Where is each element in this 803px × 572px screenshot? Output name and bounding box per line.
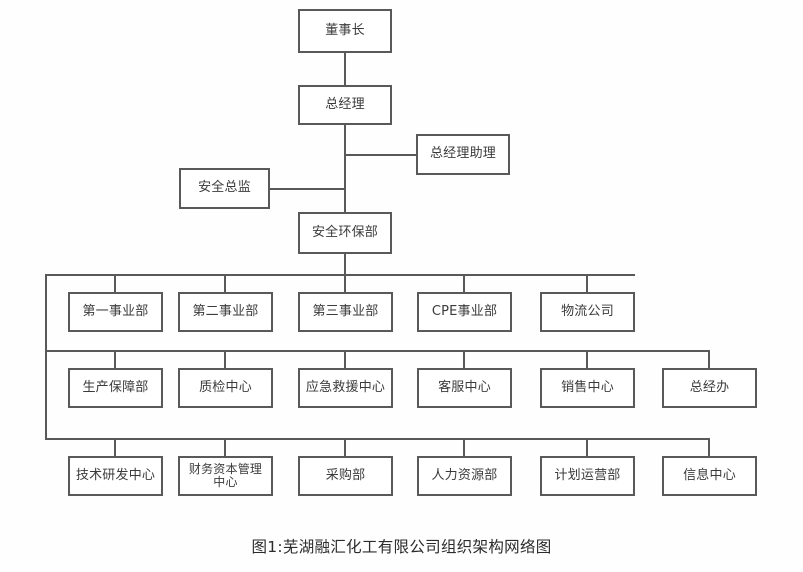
node-sales-center-label: 销售中心 [561, 379, 614, 395]
node-logistics-label: 物流公司 [561, 303, 614, 319]
connector-drop-div-cpe [463, 274, 465, 292]
node-information-center-label: 信息中心 [683, 467, 736, 483]
node-customer-service[interactable]: 客服中心 [417, 368, 512, 408]
node-safety-env-dept-label: 安全环保部 [311, 224, 378, 240]
node-chairman-label: 董事长 [325, 22, 365, 38]
connector-bus-row-2 [45, 350, 710, 352]
connector-safety-env-to-bus1 [344, 254, 346, 274]
node-div-cpe[interactable]: CPE事业部 [417, 292, 512, 332]
connector-chairman-to-gm [344, 53, 346, 85]
connector-drop-finance-capital [224, 438, 226, 456]
connector-drop-procurement [344, 438, 346, 456]
node-div3-label: 第三事业部 [312, 303, 379, 319]
connector-drop-rnd-center [114, 438, 116, 456]
connector-drop-customer-service [463, 350, 465, 368]
node-quality-center-label: 质检中心 [199, 379, 252, 395]
connector-drop-planning-ops [586, 438, 588, 456]
node-div-cpe-label: CPE事业部 [431, 303, 498, 319]
node-general-manager-label: 总经理 [325, 96, 365, 112]
node-gm-office-label: 总经办 [689, 379, 730, 395]
node-logistics[interactable]: 物流公司 [540, 292, 635, 332]
node-div2-label: 第二事业部 [192, 303, 259, 319]
connector-drop-div2 [224, 274, 226, 292]
node-chairman[interactable]: 董事长 [298, 9, 392, 53]
node-information-center[interactable]: 信息中心 [662, 456, 757, 496]
node-human-resources[interactable]: 人力资源部 [417, 456, 512, 496]
node-safety-director[interactable]: 安全总监 [179, 168, 270, 209]
node-production-support[interactable]: 生产保障部 [68, 368, 163, 408]
node-sales-center[interactable]: 销售中心 [540, 368, 635, 408]
connector-bus-row-3 [45, 438, 710, 440]
node-finance-capital-label: 财务资本管理中心 [188, 461, 263, 489]
node-rnd-center[interactable]: 技术研发中心 [68, 456, 163, 496]
node-gm-assistant[interactable]: 总经理助理 [416, 134, 510, 175]
node-planning-ops[interactable]: 计划运营部 [540, 456, 635, 496]
node-procurement-label: 采购部 [325, 467, 366, 483]
connector-drop-sales-center [586, 350, 588, 368]
node-quality-center[interactable]: 质检中心 [178, 368, 273, 408]
node-div3[interactable]: 第三事业部 [298, 292, 393, 332]
node-finance-capital[interactable]: 财务资本管理中心 [178, 456, 273, 496]
connector-bus-row-3-right-riser [708, 438, 710, 456]
connector-drop-production-support [114, 350, 116, 368]
node-div1[interactable]: 第一事业部 [68, 292, 163, 332]
figure-caption: 图1:芜湖融汇化工有限公司组织架构网络图 [251, 538, 552, 556]
connector-drop-logistics [586, 274, 588, 292]
node-procurement[interactable]: 采购部 [298, 456, 393, 496]
node-production-support-label: 生产保障部 [82, 379, 149, 395]
node-safety-env-dept[interactable]: 安全环保部 [298, 212, 392, 254]
node-gm-office[interactable]: 总经办 [662, 368, 757, 408]
connector-bus-row-1 [45, 274, 635, 276]
connector-gm-to-safety-director [269, 188, 346, 190]
node-emergency-rescue-label: 应急救援中心 [305, 379, 386, 395]
node-div2[interactable]: 第二事业部 [178, 292, 273, 332]
node-div1-label: 第一事业部 [82, 303, 149, 319]
connector-drop-human-resources [463, 438, 465, 456]
connector-drop-div3 [344, 274, 346, 292]
node-emergency-rescue[interactable]: 应急救援中心 [298, 368, 393, 408]
node-safety-director-label: 安全总监 [198, 180, 251, 196]
node-customer-service-label: 客服中心 [438, 379, 491, 395]
node-planning-ops-label: 计划运营部 [554, 467, 621, 483]
connector-gm-spine [344, 125, 346, 212]
connector-drop-div1 [114, 274, 116, 292]
connector-bus-row-2-right-riser [708, 350, 710, 368]
node-human-resources-label: 人力资源部 [431, 467, 498, 483]
connector-left-spine [45, 274, 47, 440]
connector-gm-to-assistant [344, 154, 417, 156]
node-rnd-center-label: 技术研发中心 [75, 467, 156, 483]
node-general-manager[interactable]: 总经理 [298, 85, 392, 125]
connector-drop-quality-center [224, 350, 226, 368]
org-chart-canvas: 董事长 总经理 总经理助理 安全总监 安全环保部 [45, 9, 757, 496]
node-gm-assistant-label: 总经理助理 [429, 146, 496, 162]
connector-drop-emergency-rescue [344, 350, 346, 368]
